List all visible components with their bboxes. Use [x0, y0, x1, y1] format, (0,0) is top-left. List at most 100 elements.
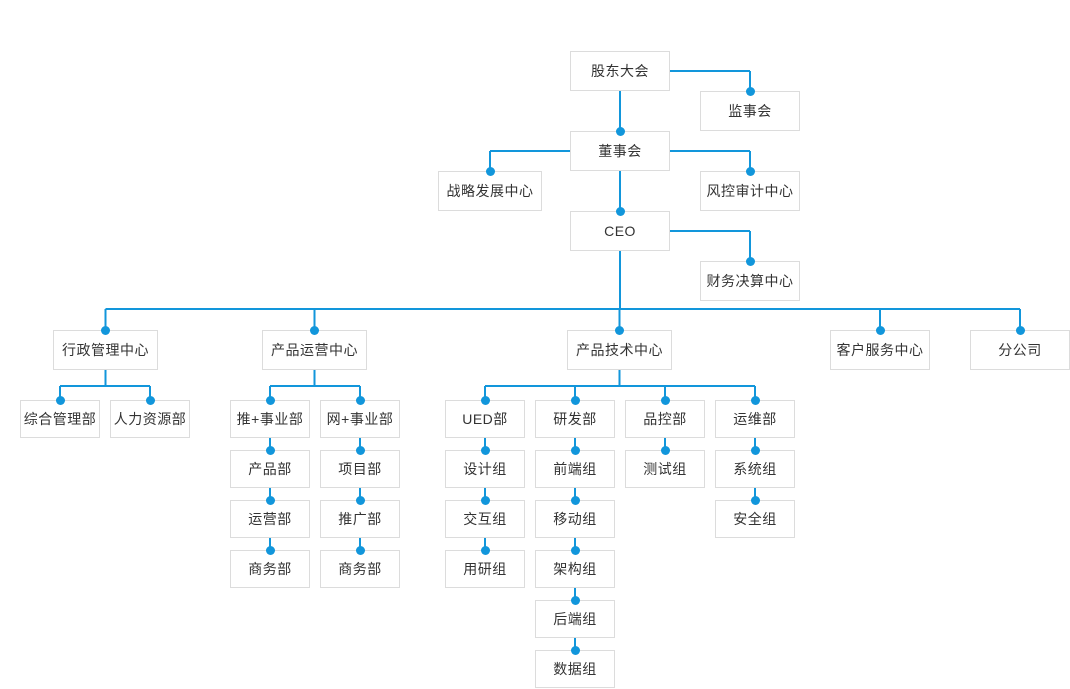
org-node-wang_bu[interactable]: 网+事业部 [320, 400, 400, 438]
org-node-supervisors[interactable]: 监事会 [700, 91, 800, 131]
org-node-admin[interactable]: 行政管理中心 [53, 330, 158, 370]
org-node-label: 客户服务中心 [836, 342, 924, 358]
org-node-promo_dept[interactable]: 推广部 [320, 500, 400, 538]
org-node-prodops[interactable]: 产品运营中心 [262, 330, 367, 370]
org-node-label: 综合管理部 [23, 411, 97, 427]
connector-dot [570, 545, 580, 555]
org-node-general_mgmt[interactable]: 综合管理部 [20, 400, 100, 438]
org-node-product_dept[interactable]: 产品部 [230, 450, 310, 488]
org-node-label: 人力资源部 [113, 411, 187, 427]
connector-dot [265, 545, 275, 555]
org-node-label: 产品运营中心 [271, 342, 358, 358]
org-node-label: 产品部 [248, 461, 292, 477]
org-node-ops_dept[interactable]: 运营部 [230, 500, 310, 538]
connector-dot [615, 206, 625, 216]
org-node-label: CEO [604, 223, 636, 239]
connector-dot [265, 495, 275, 505]
org-node-label: 网+事业部 [326, 411, 394, 427]
org-node-label: 测试组 [643, 461, 687, 477]
org-node-label: 商务部 [338, 561, 382, 577]
org-node-label: 项目部 [338, 461, 382, 477]
connector-dot [480, 495, 490, 505]
connector-dot [265, 445, 275, 455]
connector-dot [750, 445, 760, 455]
org-node-label: 研发部 [553, 411, 597, 427]
org-node-riskaudit[interactable]: 风控审计中心 [700, 171, 800, 211]
connector-dot [101, 325, 110, 335]
org-node-ued[interactable]: UED部 [445, 400, 525, 438]
org-node-test_grp[interactable]: 测试组 [625, 450, 705, 488]
org-node-label: 数据组 [553, 661, 597, 677]
org-node-arch_grp[interactable]: 架构组 [535, 550, 615, 588]
org-node-label: 后端组 [553, 611, 597, 627]
org-node-label: 风控审计中心 [706, 183, 794, 199]
connector-dot [570, 645, 580, 655]
connector-dot [145, 395, 155, 405]
connector-dot [480, 445, 490, 455]
connector-dot [570, 495, 580, 505]
org-node-strategy[interactable]: 战略发展中心 [438, 171, 542, 211]
connector-dot [875, 325, 885, 335]
org-node-customer[interactable]: 客户服务中心 [830, 330, 930, 370]
connector-dot [750, 395, 760, 405]
org-node-design_grp[interactable]: 设计组 [445, 450, 525, 488]
org-node-label: UED部 [462, 411, 508, 427]
org-node-tui_bu[interactable]: 推+事业部 [230, 400, 310, 438]
org-node-label: 商务部 [248, 561, 292, 577]
org-node-label: 董事会 [598, 143, 642, 159]
org-node-label: 股东大会 [591, 63, 649, 79]
org-node-ceo[interactable]: CEO [570, 211, 670, 251]
org-node-security_grp[interactable]: 安全组 [715, 500, 795, 538]
org-node-label: 运营部 [248, 511, 292, 527]
org-node-mobile_grp[interactable]: 移动组 [535, 500, 615, 538]
org-node-devops[interactable]: 运维部 [715, 400, 795, 438]
org-node-data_grp[interactable]: 数据组 [535, 650, 615, 688]
connector-dot [750, 495, 760, 505]
org-node-finance[interactable]: 财务决算中心 [700, 261, 800, 301]
org-node-label: 监事会 [728, 103, 772, 119]
org-node-interact_grp[interactable]: 交互组 [445, 500, 525, 538]
connector-dot [355, 545, 365, 555]
org-node-label: 战略发展中心 [446, 183, 534, 199]
org-node-label: 财务决算中心 [706, 273, 794, 289]
connector-dot [570, 445, 580, 455]
connector-dot [1015, 325, 1025, 335]
connector-dot [570, 395, 580, 405]
org-node-label: 系统组 [733, 461, 777, 477]
org-node-branch[interactable]: 分公司 [970, 330, 1070, 370]
connector-dot [355, 395, 365, 405]
org-node-system_grp[interactable]: 系统组 [715, 450, 795, 488]
org-node-biz_dept_1[interactable]: 商务部 [230, 550, 310, 588]
org-node-hr[interactable]: 人力资源部 [110, 400, 190, 438]
connector-dot [660, 445, 670, 455]
org-node-label: 分公司 [998, 342, 1042, 358]
connector-dot [745, 256, 755, 266]
org-node-frontend_grp[interactable]: 前端组 [535, 450, 615, 488]
org-node-label: 安全组 [733, 511, 777, 527]
org-node-label: 用研组 [463, 561, 507, 577]
org-node-label: 推广部 [338, 511, 382, 527]
connector-dot [745, 166, 755, 176]
org-node-project_dept[interactable]: 项目部 [320, 450, 400, 488]
org-node-label: 推+事业部 [236, 411, 304, 427]
org-node-backend_grp[interactable]: 后端组 [535, 600, 615, 638]
connector-dot [660, 395, 670, 405]
org-node-label: 产品技术中心 [576, 342, 663, 358]
org-node-shareholders[interactable]: 股东大会 [570, 51, 670, 91]
org-node-rd[interactable]: 研发部 [535, 400, 615, 438]
connector-dot [480, 395, 490, 405]
org-node-qa[interactable]: 品控部 [625, 400, 705, 438]
org-node-board[interactable]: 董事会 [570, 131, 670, 171]
org-node-label: 行政管理中心 [62, 342, 149, 358]
org-node-label: 设计组 [463, 461, 507, 477]
org-node-label: 运维部 [733, 411, 777, 427]
org-node-label: 前端组 [553, 461, 597, 477]
connector-dot [485, 166, 495, 176]
org-node-biz_dept_2[interactable]: 商务部 [320, 550, 400, 588]
org-node-prodtech[interactable]: 产品技术中心 [567, 330, 672, 370]
org-node-research_grp[interactable]: 用研组 [445, 550, 525, 588]
connector-dot [310, 325, 319, 335]
org-node-label: 架构组 [553, 561, 597, 577]
connector-dot [480, 545, 490, 555]
